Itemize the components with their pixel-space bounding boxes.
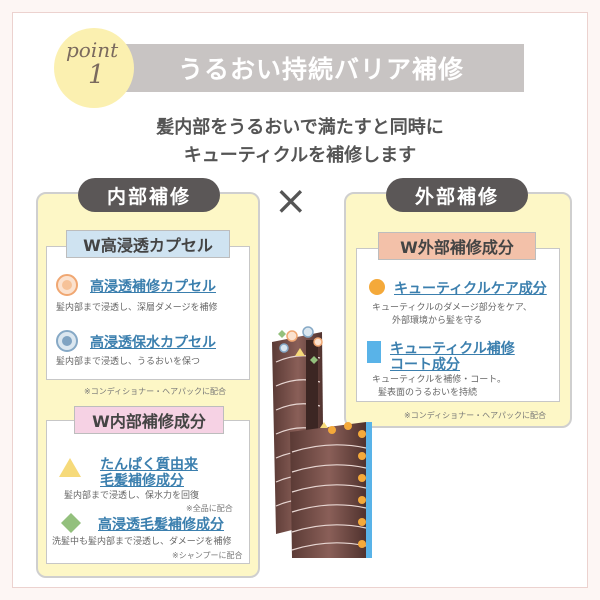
component-label: W内部補修成分 <box>74 406 224 434</box>
capsule-item-title-2: 高浸透保水カプセル <box>90 335 216 351</box>
blue-capsule-icon <box>56 330 78 352</box>
component-item-title-2: 高浸透毛髪補修成分 <box>98 517 224 533</box>
capsule-box <box>46 246 250 380</box>
blue-square-icon <box>367 341 381 363</box>
component-item-desc-2: 洗髪中も髪内部まで浸透し、ダメージを補修 <box>52 537 232 547</box>
external-item-title-2a: キューティクル補修 <box>390 341 515 357</box>
component-box <box>46 420 250 564</box>
external-item-desc-2a: キューティクルを補修・コート。 <box>372 375 507 385</box>
page-title: うるおい持続バリア補修 <box>177 55 464 84</box>
component-item-title-1a: たんぱく質由来 <box>100 457 198 473</box>
component-item-title-1b: 毛髪補修成分 <box>100 473 184 489</box>
external-note: ※コンディショナー・ヘアパックに配合 <box>404 411 546 420</box>
capsule-item-desc-2: 髪内部まで浸透し、うるおいを保つ <box>56 357 201 367</box>
orange-capsule-icon <box>56 274 78 296</box>
green-diamond-icon <box>61 513 81 533</box>
external-item-desc-1b: 外部環境から髪を守る <box>392 316 483 326</box>
external-repair-heading: 外部補修 <box>386 178 528 212</box>
external-item-title-1: キューティクルケア成分 <box>394 281 547 297</box>
point-label: point <box>66 38 119 62</box>
component-item-note-1: ※全品に配合 <box>186 504 233 513</box>
subtitle: 髪内部をうるおいで満たすと同時に キューティクルを補修します <box>0 114 600 170</box>
yellow-triangle-icon <box>59 458 81 477</box>
capsule-label: W高浸透カプセル <box>66 230 230 258</box>
capsule-item-title-1: 高浸透補修カプセル <box>90 279 216 295</box>
orange-dot-icon <box>369 279 385 295</box>
external-box <box>356 248 560 402</box>
external-item-title-2b: コート成分 <box>390 357 460 373</box>
point-badge <box>54 28 134 108</box>
subtitle-line-2: キューティクルを補修します <box>183 145 417 166</box>
capsule-item-desc-1: 髪内部まで浸透し、深層ダメージを補修 <box>56 303 218 313</box>
hair-strand-illustration <box>272 326 372 558</box>
external-label: W外部補修成分 <box>378 232 536 260</box>
external-item-desc-2b: 髪表面のうるおいを持続 <box>378 388 478 398</box>
external-item-desc-1a: キューティクルのダメージ部分をケア、 <box>372 303 532 313</box>
internal-repair-heading: 内部補修 <box>78 178 220 212</box>
cross-symbol: × <box>274 178 308 224</box>
subtitle-line-1: 髪内部をうるおいで満たすと同時に <box>156 117 444 138</box>
capsule-note: ※コンディショナー・ヘアパックに配合 <box>84 387 226 396</box>
title-bar: うるおい持続バリア補修 <box>118 44 524 92</box>
component-item-note-2: ※シャンプーに配合 <box>172 551 243 560</box>
component-item-desc-1: 髪内部まで浸透し、保水力を回復 <box>64 491 200 501</box>
point-number: 1 <box>88 60 105 90</box>
